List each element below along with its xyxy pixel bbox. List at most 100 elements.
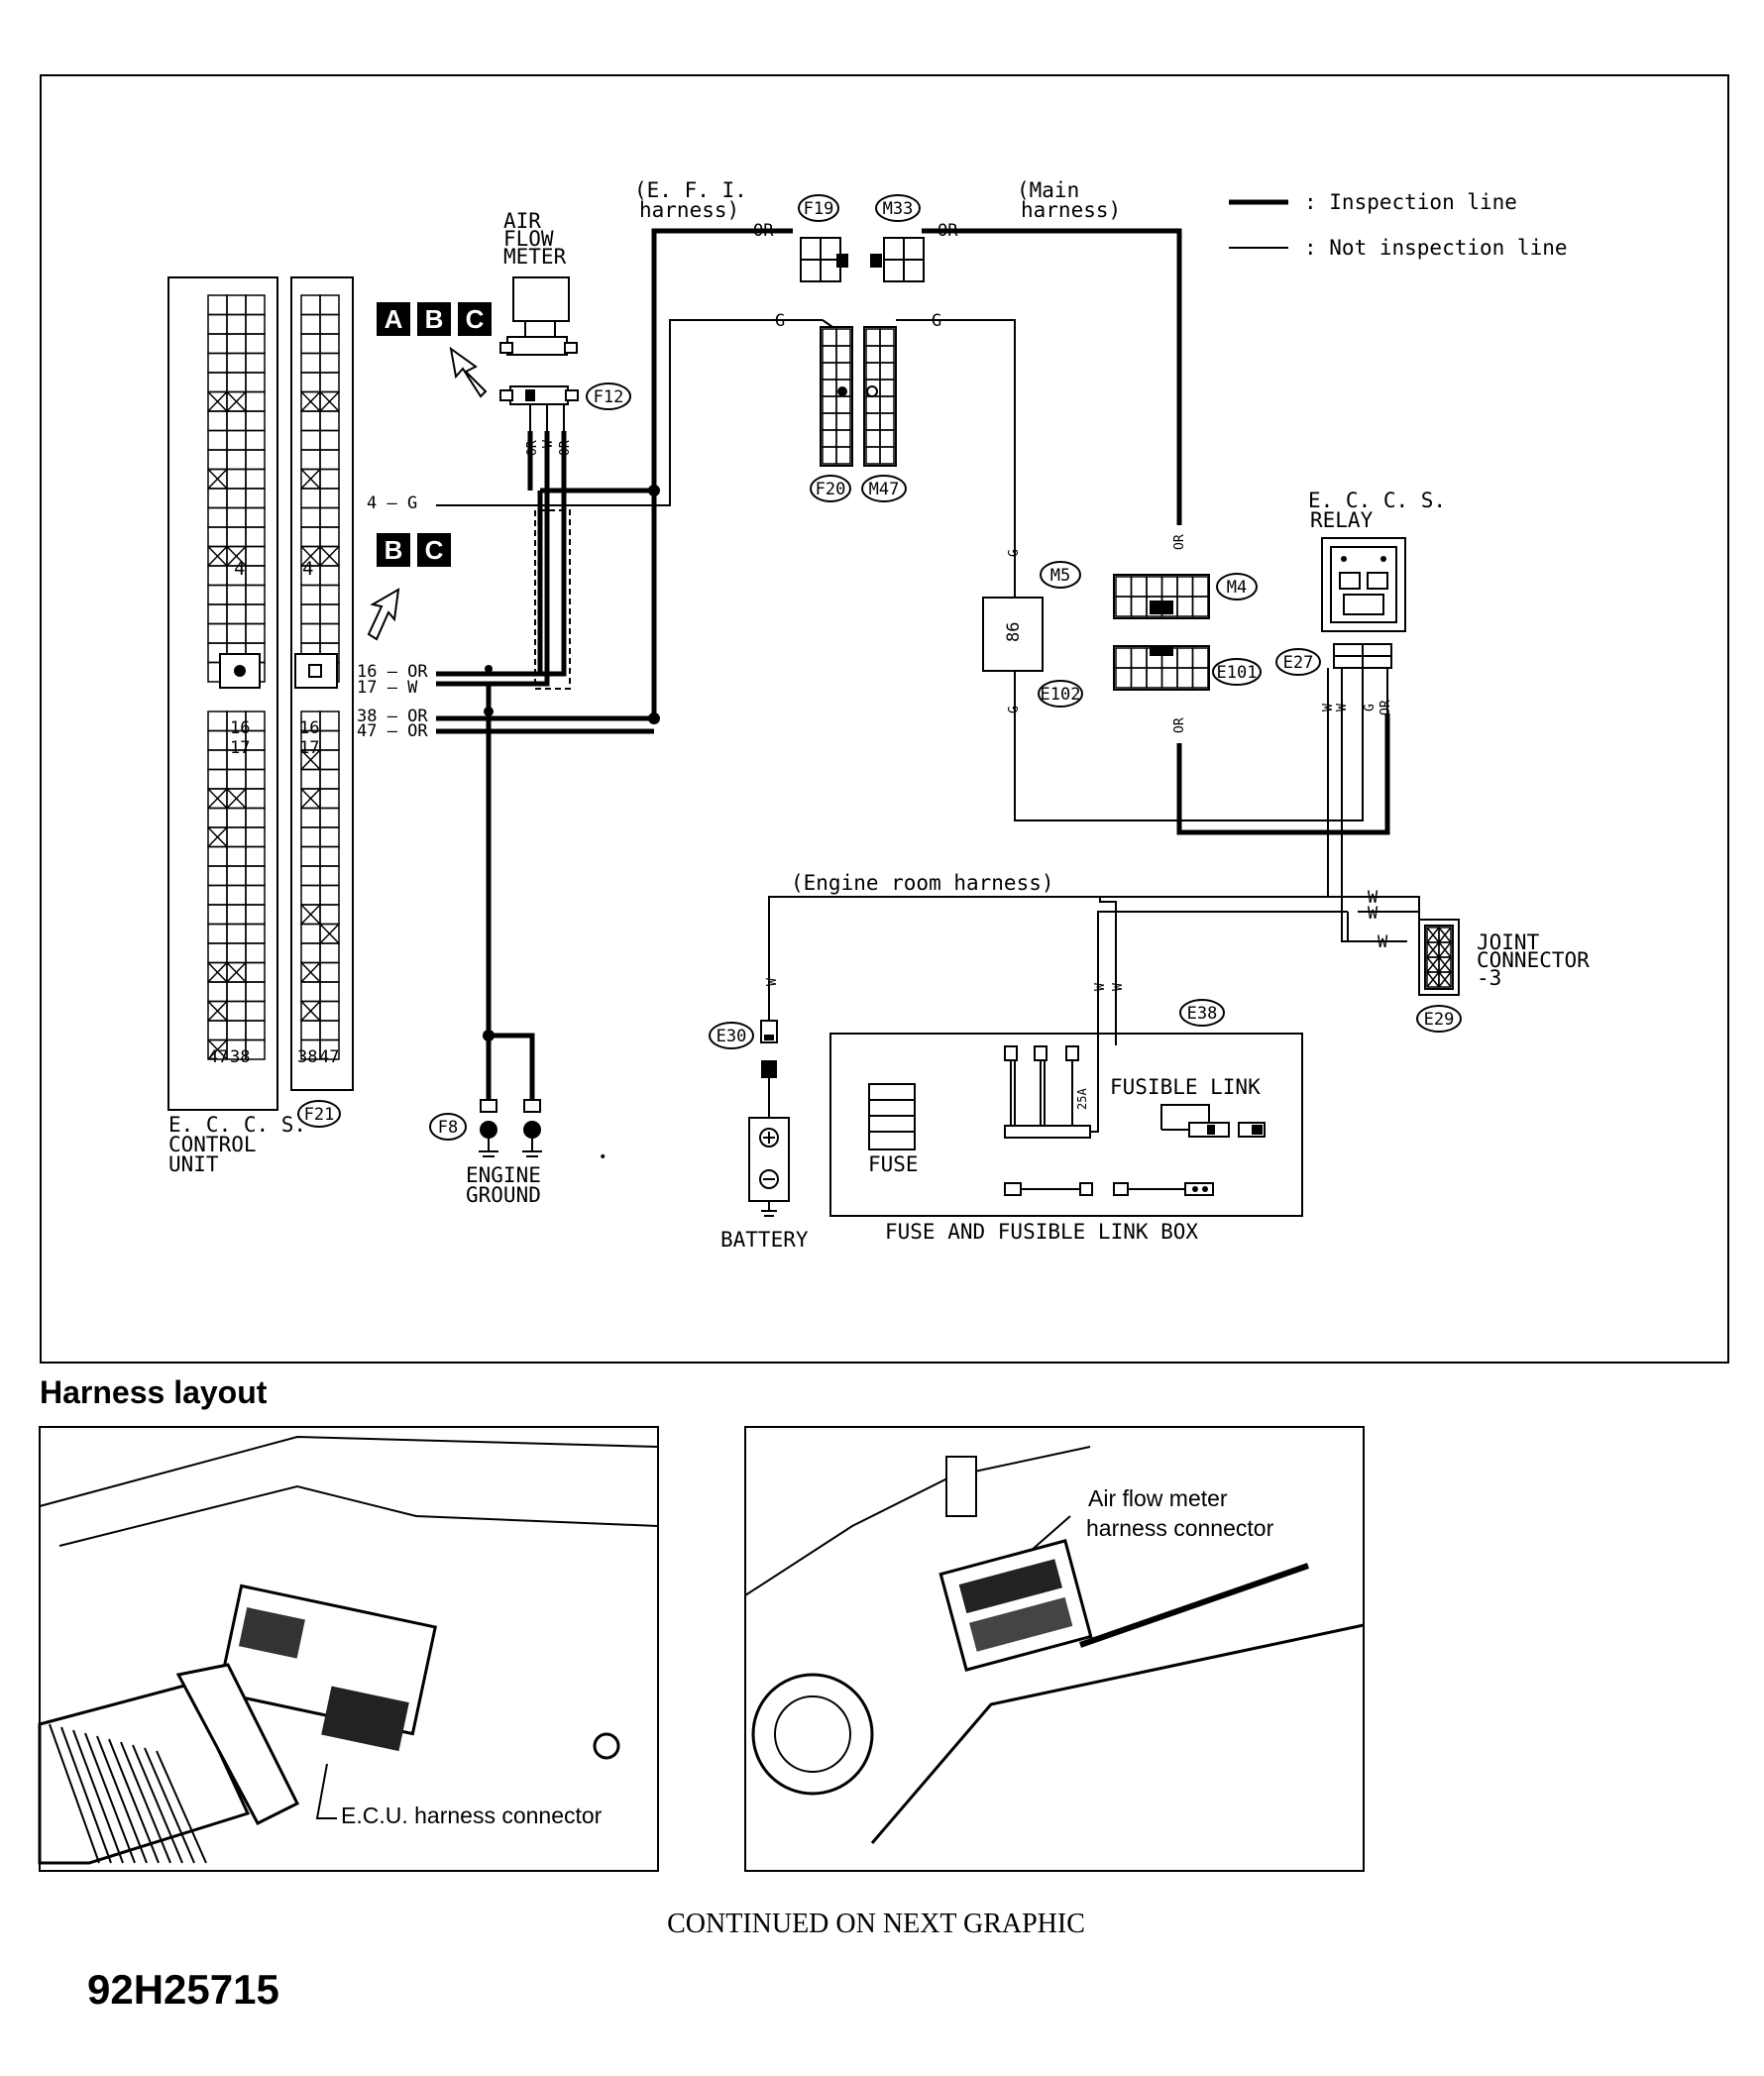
eccs-unit-label-line3: UNIT [168,1152,219,1176]
e27-wire-color-or: OR [1378,700,1393,715]
afm-label-line3: METER [503,245,567,269]
main-harness-label-line1: (Main [1017,178,1079,202]
eccs-unit-terminal-38: 38 [230,1047,250,1067]
variant-badges-top: A B C [377,302,492,336]
f21-frame [290,276,354,1091]
wire-label-4-g: 4 — G [367,493,417,513]
ecu-harness-photo: E.C.U. harness connector [38,1426,659,1872]
wire-label-47-or: 47 — OR [357,721,428,741]
badge-c-2: C [425,535,444,565]
e38-id-badge [1179,999,1225,1027]
wire-label-16-or: 16 — OR [357,662,428,682]
e29-id: E29 [1424,1010,1455,1030]
arrow-up-left-icon [449,346,488,398]
wire-label-38-or: 38 — OR [357,707,428,726]
f21-id-badge [297,1100,341,1128]
battery-wire-color-w: W [765,978,780,986]
eccs-relay: E. C. C. S. RELAY [1308,489,1446,632]
badge-b-2: B [385,535,403,565]
m4-id: M4 [1227,578,1247,598]
f12-id-badge [586,382,631,410]
eccs-relay-label-line1: E. C. C. S. [1308,489,1446,512]
joint-connector-label-line3: -3 [1477,966,1501,990]
m33-id-badge [875,194,921,222]
engine-room-harness-label: (Engine room harness) [791,871,1054,895]
fuse-wire-color-w1: W [1093,983,1108,991]
f19-id-badge [798,194,839,222]
afm-photo-caption-line1: Air flow meter [1088,1485,1228,1511]
connector-m4: OR M4 [1113,534,1258,619]
fusible-link-label: FUSIBLE LINK [1110,1075,1261,1099]
eccs-unit-frame [167,276,278,1111]
wire-color-or-efi: OR [753,221,774,241]
f8-id: F8 [438,1118,458,1138]
f21-terminal-4: 4 [302,558,313,580]
e30-id-badge [709,1022,754,1049]
wire-color-or-main: OR [937,221,958,241]
eccs-unit-terminal-17: 17 [230,738,250,758]
connector-f21: 4 16 17 38 47 F21 [290,276,354,1128]
e102-id-badge [1038,680,1083,708]
air-flow-meter: AIR FLOW METER [499,209,578,356]
f21-terminal-17: 17 [299,738,319,758]
continued-note: CONTINUED ON NEXT GRAPHIC [667,1909,1085,1939]
connector-m47: M47 [861,326,907,502]
badge-c: C [466,304,485,334]
wire-color-g-main: G [932,311,941,331]
connector-m33: M33 [870,194,925,282]
e101-id: E101 [1217,663,1258,683]
f21-terminal-16: 16 [299,718,319,738]
eccs-control-unit: 4 16 17 47 38 E. C. C. S. CONTROL UNIT [167,276,306,1176]
fuse-box: E38 W W FUSE 25A FUSIBLE LINK [829,983,1303,1244]
f21-terminal-38: 38 [297,1047,317,1067]
m47-id: M47 [869,480,900,499]
fuse-wire-color-w2: W [1111,983,1126,991]
m5-id: M5 [1050,566,1070,586]
m5-id-badge [1040,561,1081,589]
e29-id-badge [1416,1005,1462,1033]
eccs-unit-terminal-47: 47 [208,1047,228,1067]
eccs-unit-label-line1: E. C. C. S. [168,1113,306,1137]
f12-id: F12 [594,387,624,407]
harness-layout-title: Harness layout [40,1374,268,1410]
e27-id: E27 [1283,653,1314,673]
fuse-rating-25a: 25A [1075,1088,1089,1110]
fuse-label: FUSE [868,1152,919,1176]
afm-label-line2: FLOW [503,227,554,251]
connector-f20: F20 [810,326,853,502]
diagram-frame [40,74,1729,1364]
badge-b: B [425,304,444,334]
e102-id: E102 [1041,685,1081,705]
joint-wire-color-w3: W [1378,932,1388,952]
wire-color-g-efi: G [775,311,785,331]
eccs-unit-label-line2: CONTROL [168,1133,257,1156]
f19-id: F19 [804,199,834,219]
f8-id-badge [429,1113,467,1141]
svg-text:•: • [599,1149,606,1165]
f21-id: F21 [304,1105,335,1125]
fuse-box-label: FUSE AND FUSIBLE LINK BOX [885,1220,1198,1244]
joint-connector-e29: JOINT CONNECTOR -3 E29 [1416,919,1590,1033]
efi-harness-label-line1: (E. F. I. [634,178,747,202]
e27-wire-color-g: G [1363,704,1378,711]
f20-id: F20 [816,480,846,499]
figure-id: 92H25715 [87,1966,279,2013]
engine-ground-label-line2: GROUND [466,1183,541,1207]
afm-harness-photo: Air flow meter harness connector [744,1426,1365,1872]
ecu-photo-caption: E.C.U. harness connector [341,1803,603,1828]
engine-ground: F8 ENGINE GROUND [429,1099,542,1207]
e30-id: E30 [717,1027,747,1046]
f21-indicator [294,653,338,689]
e101-id-badge [1212,658,1262,686]
engine-ground-label-line1: ENGINE [466,1163,541,1187]
battery-label: BATTERY [720,1228,809,1252]
m4-id-badge [1216,573,1258,601]
eccs-relay-label-line2: RELAY [1310,508,1374,532]
e38-id: E38 [1187,1004,1218,1024]
f21-terminal-47: 47 [319,1047,339,1067]
variant-badges-bottom: B C [377,533,451,567]
m47-id-badge [861,475,907,502]
afm-photo-caption-line2: harness connector [1086,1515,1274,1541]
eccs-unit-terminal-16: 16 [230,718,250,738]
